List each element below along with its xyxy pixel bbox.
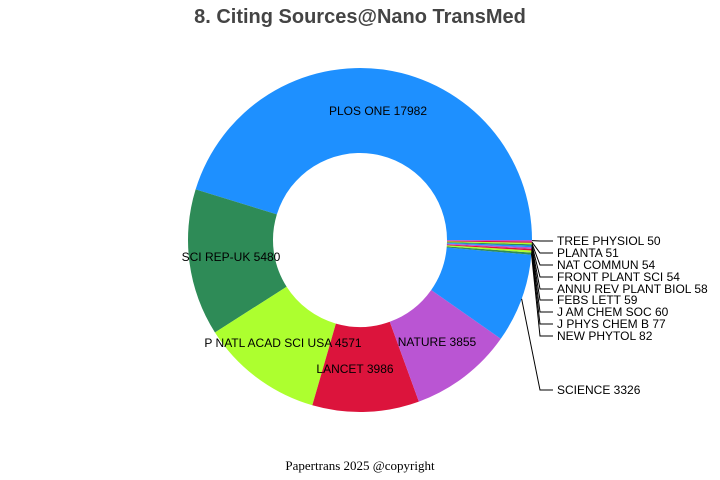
leader-line bbox=[531, 244, 553, 278]
pie-slice-j-phys-chem-b bbox=[446, 245, 532, 253]
slice-label: SCIENCE 3326 bbox=[557, 383, 641, 397]
slice-label: SCI REP-UK 5480 bbox=[182, 250, 281, 264]
pie-slices bbox=[187, 67, 533, 412]
pie-slice-tree-physiol bbox=[446, 240, 532, 242]
pie-slice-j-am-chem-soc bbox=[446, 244, 532, 251]
slice-label: PLOS ONE 17982 bbox=[329, 104, 427, 118]
leader-line bbox=[531, 243, 553, 266]
pie-slice-science bbox=[431, 247, 532, 339]
chart-title: 8. Citing Sources@Nano TransMed bbox=[194, 6, 526, 28]
pie-slice-plos-one bbox=[195, 67, 533, 240]
slice-label: J PHYS CHEM B 77 bbox=[557, 317, 666, 331]
slice-label: TREE PHYSIOL 50 bbox=[557, 234, 661, 248]
slice-label: FEBS LETT 59 bbox=[557, 293, 638, 307]
pie-slice-febs-lett bbox=[446, 243, 532, 249]
slice-label: J AM CHEM SOC 60 bbox=[557, 305, 669, 319]
pie-slice-nature bbox=[389, 289, 501, 402]
slice-label: NATURE 3855 bbox=[398, 335, 477, 349]
slice-label: NEW PHYTOL 82 bbox=[557, 329, 653, 343]
slice-label: NAT COMMUN 54 bbox=[557, 258, 656, 272]
pie-slice-front-plant-sci bbox=[446, 242, 532, 246]
copyright-footer: Papertrans 2025 @copyright bbox=[285, 458, 435, 473]
leader-lines bbox=[521, 240, 553, 391]
slice-label: ANNU REV PLANT BIOL 58 bbox=[557, 282, 708, 296]
pie-slice-sci-rep-uk bbox=[187, 189, 287, 333]
slice-label: LANCET 3986 bbox=[316, 362, 393, 376]
leader-line bbox=[531, 246, 553, 290]
leader-line bbox=[530, 253, 553, 337]
leader-line bbox=[521, 298, 553, 391]
slice-label: FRONT PLANT SCI 54 bbox=[557, 270, 680, 284]
pie-slice-annu-rev-plant-biol bbox=[446, 242, 532, 248]
pie-slice-lancet bbox=[312, 321, 419, 412]
leader-line bbox=[531, 251, 553, 325]
leader-line bbox=[531, 247, 553, 301]
slice-label: P NATL ACAD SCI USA 4571 bbox=[204, 336, 362, 350]
pie-slice-p-natl-acad-sci-usa bbox=[214, 286, 336, 406]
pie-slice-planta bbox=[446, 240, 532, 243]
leader-line bbox=[531, 241, 553, 254]
leader-line bbox=[531, 249, 553, 313]
pie-slice-new-phytol bbox=[446, 246, 532, 255]
pie-slice-nat-commun bbox=[446, 241, 532, 245]
slice-label: PLANTA 51 bbox=[557, 246, 619, 260]
